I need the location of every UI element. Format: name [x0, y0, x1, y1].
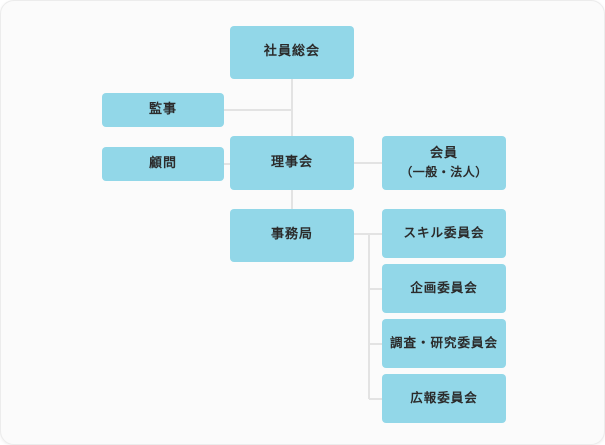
node-sublabel: （一般・法人） — [400, 164, 488, 179]
node-label: 広報委員会 — [410, 390, 478, 406]
node-label: 企画委員会 — [410, 280, 478, 296]
node-pr-committee[interactable]: 広報委員会 — [382, 374, 506, 423]
node-board-of-directors[interactable]: 理事会 — [230, 136, 354, 190]
node-general-meeting[interactable]: 社員総会 — [230, 26, 354, 79]
node-label: 調査・研究委員会 — [389, 335, 498, 351]
node-skill-committee[interactable]: スキル委員会 — [382, 209, 506, 258]
node-members[interactable]: 会員 （一般・法人） — [382, 136, 506, 190]
node-research-committee[interactable]: 調査・研究委員会 — [382, 319, 506, 368]
node-advisor[interactable]: 顧問 — [102, 147, 224, 181]
node-label: 顧問 — [148, 155, 178, 171]
node-label: 監事 — [148, 101, 178, 117]
node-secretariat[interactable]: 事務局 — [230, 209, 354, 262]
node-label: 事務局 — [270, 227, 314, 243]
node-auditor[interactable]: 監事 — [102, 93, 224, 127]
node-label: スキル委員会 — [403, 225, 485, 241]
node-label: 社員総会 — [263, 44, 321, 60]
node-label: 理事会 — [270, 154, 314, 170]
node-planning-committee[interactable]: 企画委員会 — [382, 264, 506, 313]
node-label: 会員 — [429, 145, 459, 161]
